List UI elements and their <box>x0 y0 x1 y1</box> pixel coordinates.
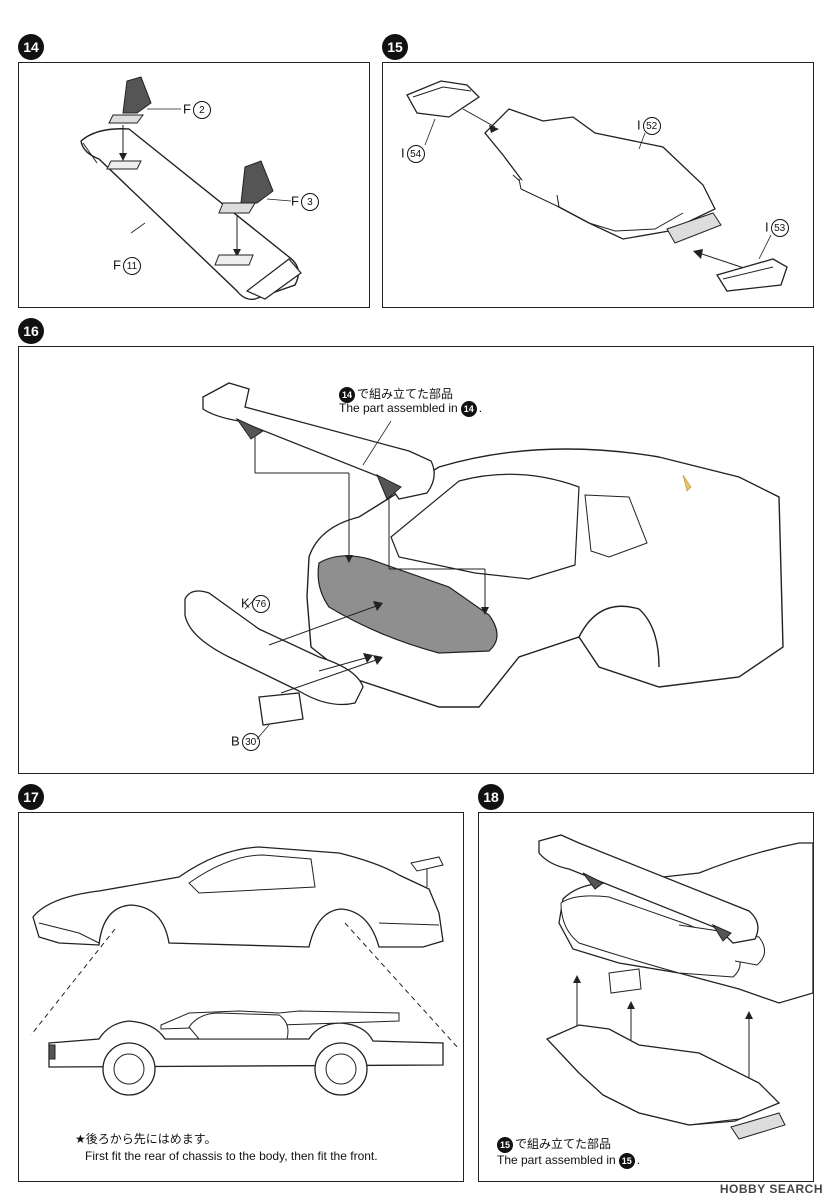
rear-body-assembly-diagram <box>184 382 784 740</box>
undertray-assembly-diagram <box>406 80 788 292</box>
step-17-badge: 17 <box>18 784 44 810</box>
step-17-note: ★後ろから先にはめます。 First fit the rear of chass… <box>75 1131 378 1165</box>
step-14-badge: 14 <box>18 34 44 60</box>
undertray-fit-diagram <box>538 834 813 1140</box>
step-17-note-en: First fit the rear of chassis to the bod… <box>85 1149 378 1163</box>
chassis-body-fit-diagram <box>30 846 460 1096</box>
step-17-panel: ★後ろから先にはめます。 First fit the rear of chass… <box>18 812 464 1182</box>
watermark: HOBBY SEARCH <box>719 1182 823 1196</box>
step-15-badge: 15 <box>382 34 408 60</box>
spoiler-assembly-diagram <box>80 76 302 301</box>
step-18-badge: 18 <box>478 784 504 810</box>
step-17-note-jp: ★後ろから先にはめます。 <box>75 1132 217 1146</box>
step-16-badge: 16 <box>18 318 44 344</box>
